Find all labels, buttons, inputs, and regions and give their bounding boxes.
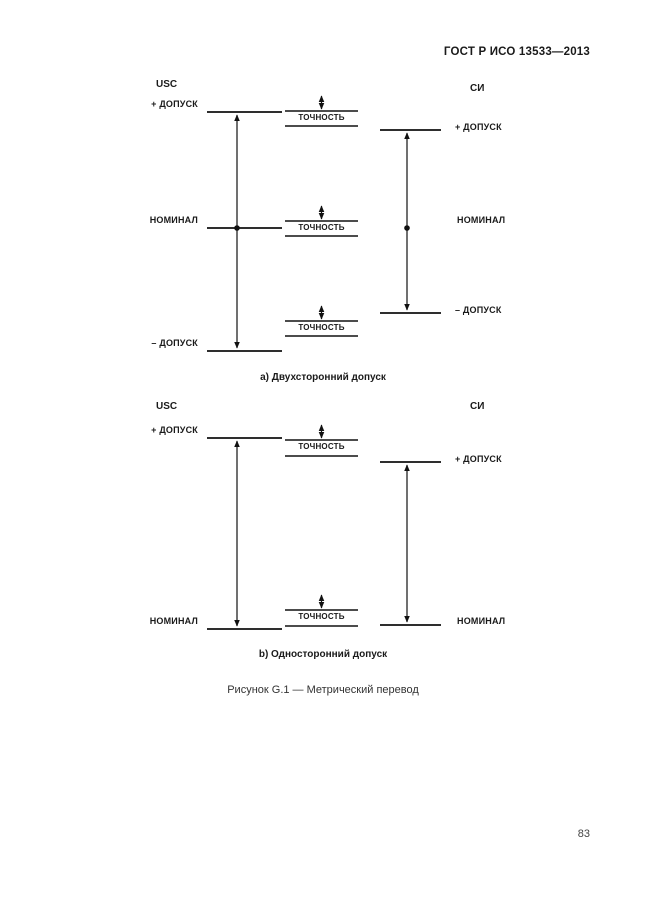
diagram-b-usc-plus-tolerance-label: + ДОПУСК	[151, 425, 198, 435]
diagram-a-usc-column-title: USC	[156, 79, 178, 90]
accuracy-label: ТОЧНОСТЬ	[298, 113, 345, 122]
diagram-a-graphics	[207, 95, 441, 352]
usc-nominal-dot	[234, 225, 240, 231]
diagram-a-usc-scale	[207, 111, 282, 352]
diagram-b-graphics	[207, 424, 441, 630]
accuracy-band-middle	[285, 220, 358, 237]
diagram-b-caption: b) Односторонний допуск	[258, 649, 388, 660]
page-header: ГОСТ Р ИСО 13533—2013	[443, 46, 590, 58]
accuracy-label: ТОЧНОСТЬ	[298, 223, 345, 232]
diagram-a-usc-plus-tolerance-label: + ДОПУСК	[151, 99, 198, 109]
diagram-a-caption: а) Двухсторонний допуск	[260, 372, 386, 383]
accuracy-label: ТОЧНОСТЬ	[298, 442, 345, 451]
diagram-b-si-column-title: СИ	[470, 401, 485, 412]
accuracy-band-top	[285, 439, 358, 457]
accuracy-label: ТОЧНОСТЬ	[298, 323, 345, 332]
diagram-b-si-nominal-label: НОМИНАЛ	[457, 616, 506, 626]
diagram-a-si-scale	[380, 129, 441, 314]
diagram-a-si-plus-tolerance-label: + ДОПУСК	[455, 122, 502, 132]
accuracy-band-bottom	[285, 609, 358, 627]
diagram-b-usc-column-title: USC	[156, 401, 178, 412]
diagram-a-usc-minus-tolerance-label: – ДОПУСК	[151, 338, 198, 348]
diagram-b-si-plus-tolerance-label: + ДОПУСК	[455, 454, 502, 464]
diagram-a-usc-nominal-label: НОМИНАЛ	[149, 215, 198, 225]
diagram-b-usc-nominal-label: НОМИНАЛ	[149, 616, 198, 626]
diagram-a-si-minus-tolerance-label: – ДОПУСК	[455, 305, 502, 315]
diagram-a-si-nominal-label: НОМИНАЛ	[457, 215, 506, 225]
accuracy-band-top	[285, 110, 358, 127]
accuracy-band-bottom	[285, 320, 358, 337]
accuracy-label: ТОЧНОСТЬ	[298, 612, 345, 621]
figure-caption: Рисунок G.1 — Метрический перевод	[227, 684, 419, 696]
diagram-a-si-column-title: СИ	[470, 83, 485, 94]
diagram-b-usc-scale	[207, 437, 282, 630]
si-nominal-dot	[404, 225, 410, 231]
diagram-b-si-scale	[380, 461, 441, 626]
page-number: 83	[577, 828, 590, 840]
